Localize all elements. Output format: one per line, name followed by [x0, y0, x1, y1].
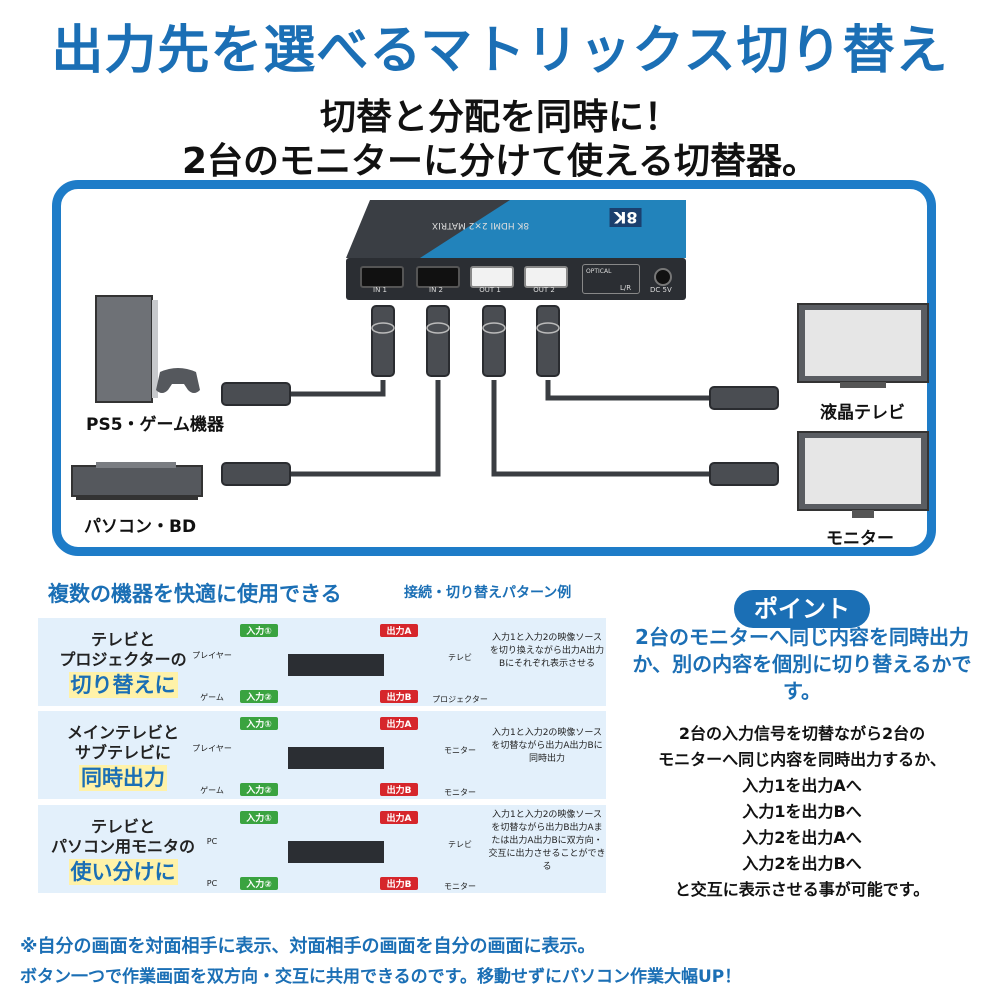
patterns-subtitle: 接続・切り替えパターン例: [404, 585, 572, 601]
label-tv: 液晶テレビ: [820, 403, 905, 423]
tag-outA: 出力A: [380, 624, 418, 637]
pattern-desc: 入力1と入力2の映像ソースを切替ながら出力A出力Bに同時出力: [491, 728, 603, 764]
point-badge: ポイント: [734, 590, 870, 628]
mini-switch-icon: [288, 654, 384, 676]
pattern-head-2: パソコン用モニタの: [50, 837, 195, 856]
port-in1: [360, 266, 404, 288]
port-in2: [416, 266, 460, 288]
mini-switch-icon: [288, 841, 384, 863]
port-out2: [524, 266, 568, 288]
dst-label: モニター: [444, 882, 476, 891]
pattern-head-2: サブテレビに: [74, 743, 171, 762]
label-out1: OUT 1: [479, 286, 501, 294]
src-label: プレイヤー: [192, 651, 232, 660]
ps5-icon: [95, 295, 200, 403]
hdmi-matrix-switch: IN 1 IN 2 OUT 1 OUT 2 OPTICAL L/R DC 5V: [346, 258, 686, 300]
dst-label: テレビ: [448, 840, 472, 849]
patterns-title: 複数の機器を快適に使用できる: [48, 582, 342, 606]
connection-diagram: [71, 200, 929, 518]
label-ps5: PS5・ゲーム機器: [86, 415, 225, 435]
note-line-1: ※自分の画面を対面相手に表示、対面相手の画面を自分の画面に表示。: [20, 936, 596, 957]
pattern-head-2: プロジェクターの: [59, 650, 187, 669]
label-optical: OPTICAL: [586, 268, 612, 275]
tag-in1: 入力①: [240, 717, 278, 730]
tag-outA: 出力A: [380, 811, 418, 824]
pattern-card: テレビと パソコン用モニタの 使い分けに 入力① 入力② 出力A 出力B PC …: [38, 805, 606, 893]
label-pc-bd: パソコン・BD: [84, 517, 197, 537]
monitor-icon: [797, 431, 929, 518]
dst-label: テレビ: [448, 653, 472, 662]
dc-jack: [654, 268, 672, 286]
horizontal-plugs: [221, 382, 779, 486]
src-label: PC: [206, 837, 218, 846]
cable-out2: [491, 380, 710, 477]
cables: [290, 380, 710, 477]
connection-diagram-frame: [52, 180, 936, 556]
cable-in1: [290, 380, 386, 397]
tag-in1: 入力①: [240, 811, 278, 824]
note-line-2: ボタン一つで作業画面を双方向・交互に共用できるのです。移動せずにパソコン作業大幅…: [20, 967, 742, 987]
mini-switch-icon: [288, 747, 384, 769]
subtitle-1: 切替と分配を同時に！: [319, 97, 680, 138]
tag-outB: 出力B: [380, 690, 418, 703]
audio-port-group: [582, 264, 640, 294]
src-label: PC: [206, 879, 218, 888]
point-headline: 2台のモニターへ同じ内容を同時出力か、別の内容を個別に切り替えるかです。: [632, 625, 972, 703]
vertical-plugs: [371, 305, 560, 377]
port-out1: [470, 266, 514, 288]
label-in1: IN 1: [373, 286, 387, 294]
tag-outB: 出力B: [380, 783, 418, 796]
pattern-highlight: 使い分けに: [68, 859, 178, 885]
point-line: モニターへ同じ内容を同時出力するか、: [658, 750, 946, 769]
tag-in1: 入力①: [240, 624, 278, 637]
pattern-card: メインテレビと サブテレビに 同時出力 入力① 入力② 出力A 出力B プレイヤ…: [38, 711, 606, 799]
cable-in2: [290, 380, 441, 477]
dst-label: モニター: [444, 788, 476, 797]
8k-badge: 8K: [610, 208, 642, 227]
subtitle-2: 2台のモニターに分けて使える切替器。: [182, 141, 818, 182]
page-title: 出力先を選べるマトリックス切り替え: [51, 21, 949, 81]
dst-label: プロジェクター: [432, 695, 488, 704]
label-lr: L/R: [620, 284, 632, 292]
src-label: ゲーム: [200, 786, 224, 795]
tag-in2: 入力②: [240, 877, 278, 890]
tv-icon: [797, 303, 929, 388]
point-line: 入力2を出力Bへ: [742, 854, 862, 873]
pattern-head-1: テレビと: [90, 630, 155, 649]
label-monitor: モニター: [826, 529, 894, 549]
pattern-card: テレビと プロジェクターの 切り替えに 入力① 入力② 出力A 出力B プレイヤ…: [38, 618, 606, 706]
pattern-highlight: 同時出力: [79, 765, 167, 791]
point-line: 2台の入力信号を切替ながら2台の: [678, 724, 926, 743]
pattern-desc: 入力1と入力2の映像ソースを切り換えながら出力A出力Bにそれぞれ表示させる: [489, 633, 605, 669]
src-label: プレイヤー: [192, 744, 232, 753]
point-line: 入力1を出力Bへ: [742, 802, 862, 821]
point-line: 入力1を出力Aへ: [742, 776, 862, 795]
tag-outB: 出力B: [380, 877, 418, 890]
dst-label: モニター: [444, 746, 476, 755]
tag-outA: 出力A: [380, 717, 418, 730]
tag-in2: 入力②: [240, 783, 278, 796]
tag-in2: 入力②: [240, 690, 278, 703]
label-in2: IN 2: [429, 286, 443, 294]
pattern-highlight: 切り替えに: [68, 672, 178, 698]
label-dc: DC 5V: [650, 286, 672, 294]
point-line: と交互に表示させる事が可能です。: [674, 880, 930, 899]
pattern-desc: 入力1と入力2の映像ソースを切替ながら出力B出力Aまたは出力A出力Bに双方向・交…: [488, 810, 606, 872]
device-top-label: 8K HDMI 2×2 MATRIX: [432, 220, 530, 230]
label-out2: OUT 2: [533, 286, 555, 294]
src-label: ゲーム: [200, 693, 224, 702]
pattern-head-1: メインテレビと: [66, 723, 179, 742]
cable-out1: [545, 380, 710, 401]
bd-player-icon: [71, 462, 203, 500]
pattern-head-1: テレビと: [90, 817, 155, 836]
point-line: 入力2を出力Aへ: [742, 828, 862, 847]
